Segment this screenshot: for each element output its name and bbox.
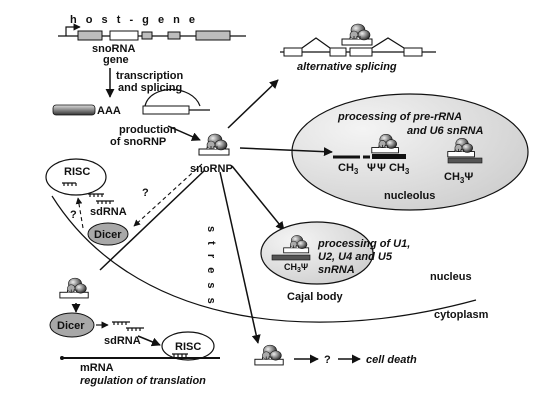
risc-top-srna [62,182,77,186]
alt-splicing-gene [280,23,436,57]
host-gene: h o s t - g e n e snoRNA gene [58,14,246,66]
splicing-snornp-icon [341,23,373,46]
question-3: ? [324,354,331,366]
exon-1 [77,30,103,41]
processing-u-label-2: U2, U4 and U5 [318,251,393,263]
exon-3 [167,31,181,40]
regulation-label: regulation of translation [80,375,206,387]
transcription-label-2: and splicing [118,82,182,94]
question-2: ? [70,209,77,221]
psi-ch3-label-b: Ψ CH3 [377,162,410,176]
dicer-top-shape [87,222,129,246]
lariat [144,88,201,107]
exon-2 [141,31,153,40]
stress-label: s t r e s s [205,226,217,307]
dicer-to-risc-dashed-arrow [75,197,84,229]
snorna-exon-box [142,105,190,115]
sdrna-top-label: sdRNA [90,206,127,218]
sdrna-to-risc-arrow [137,335,161,347]
production-label-1: production [119,124,177,136]
processing-rrna-label-1: processing of pre-rRNA [337,111,462,123]
ch3-label-a: CH3 [338,162,359,176]
exon-4 [195,30,231,41]
cajal-body-compartment [260,221,374,285]
cytoplasm-label: cytoplasm [434,309,489,321]
cajal-ch3-label: CH3Ψ [284,262,308,274]
tss-arrow [65,23,81,36]
sdrna-bottom-label: sdRNA [104,335,141,347]
mrna-label: mRNA [80,362,114,374]
snornp-label: snoRNP [190,163,233,175]
sdrna-top-strand-1 [88,193,104,197]
nucleus-label: nucleus [430,271,472,283]
host-gene-label: h o s t - g e n e [70,14,198,26]
cajal-body-label: Cajal body [287,291,344,303]
nucleolus-label: nucleolus [384,190,435,202]
dicer-top-label: Dicer [94,229,122,241]
risc-top-label: RISC [64,166,90,178]
alt-splicing-arrow [227,79,279,129]
mrna-strand [60,353,220,360]
sdrna-bottom-strand-2 [126,327,144,331]
export-line [99,169,206,271]
processing-u-label-1: processing of U1, [317,238,410,250]
poly-a-label: AAA [97,105,121,117]
pre-rrna [333,133,406,159]
stress-snornp-icon [254,344,284,366]
snornp-to-dicer-dashed-arrow [133,163,203,227]
processing-u-label-3: snRNA [318,264,355,276]
production-arrow [167,125,201,141]
psi-label-a: Ψ [367,162,376,174]
nuclear-envelope [51,195,477,323]
risc-bottom-label: RISC [175,341,201,353]
risc-top-shape [45,158,107,196]
dicer-bottom-label: Dicer [57,320,85,332]
nucleolus-arrow [239,147,333,157]
u6-snrna [447,137,483,164]
transcription-label-1: transcription [116,70,184,82]
sdrna-top-strand-2 [96,200,114,204]
risc-bottom-shape [161,331,215,361]
question-1: ? [142,187,149,199]
cajal-snrna [271,234,311,261]
alternative-splicing-label: alternative splicing [297,61,397,73]
mature-transcript: AAA [52,88,210,117]
ch3-label-c: CH3Ψ [444,171,473,185]
processing-rrna-label-2: and U6 snRNA [407,125,483,137]
snorna-intron-box [109,30,139,41]
cell-death-label: cell death [366,354,417,366]
nucleolus-compartment [291,93,529,211]
central-snornp-icon [198,133,230,156]
cytoplasmic-snornp-icon [59,277,89,299]
snorna-gene-label-1: snoRNA [92,43,135,55]
snorna-gene-label-2: gene [103,54,129,66]
stress-arrow [219,171,261,344]
cajal-arrow [231,165,285,231]
production-label-2: of snoRNP [110,136,166,148]
svg-text:s t r e s s: s t r e s s [205,226,217,307]
sdrna-bottom-strand-1 [112,321,130,325]
dicer-bottom-shape [49,312,95,338]
